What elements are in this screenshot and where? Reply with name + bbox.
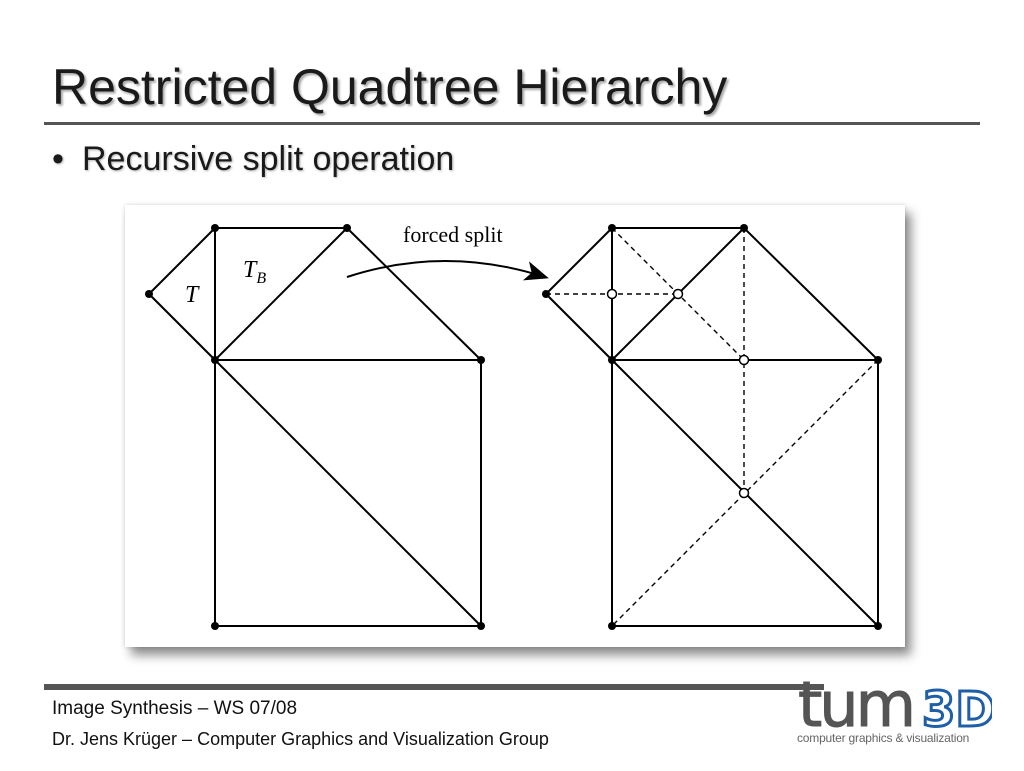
logo-suffix-text: 3D (922, 682, 992, 738)
triangle-label-tb-sub: B (256, 270, 266, 287)
new-vertex-circle (606, 288, 618, 300)
new-vertices (606, 288, 750, 499)
vertex-dot (477, 622, 485, 630)
bullet-item: • Recursive split operation (52, 142, 454, 176)
right-edge (545, 293, 613, 361)
footer-course: Image Synthesis – WS 07/08 (52, 698, 298, 719)
title-divider (44, 122, 980, 125)
vertex-dot (608, 356, 616, 364)
vertex-dot (608, 622, 616, 630)
vertex-dot (343, 224, 351, 232)
triangle-label-tb-main: T (243, 257, 258, 283)
vertex-dot (874, 622, 882, 630)
arrow-label: forced split (403, 222, 503, 247)
slide-title: Restricted Quadtree Hierarchy (52, 59, 728, 115)
bullet-text: Recursive split operation (82, 140, 455, 178)
vertex-dot (211, 622, 219, 630)
vertex-dot (211, 356, 219, 364)
quadtree-figure: T TB forced split (125, 205, 905, 647)
left-edge (148, 293, 216, 361)
footer-author: Dr. Jens Krüger – Computer Graphics and … (52, 729, 549, 749)
bullet-dot-icon: • (52, 140, 64, 178)
footer-divider (44, 684, 824, 690)
triangle-label-t: T (185, 282, 200, 308)
quadtree-diagram: T TB forced split (145, 222, 882, 630)
vertex-dot (145, 290, 153, 298)
logo-tagline: computer graphics & visualization (797, 731, 970, 745)
vertex-dot (211, 224, 219, 232)
logo-main-text: tum (798, 668, 913, 741)
new-vertex-circle (738, 487, 750, 499)
left-edge (148, 227, 216, 295)
split-edges (546, 227, 879, 627)
left-edge (214, 227, 348, 361)
vertex-dot (477, 356, 485, 364)
left-edge (214, 359, 482, 627)
left-mesh (148, 227, 482, 627)
right-mesh (545, 227, 879, 627)
triangle-label-tb: TB (243, 257, 266, 287)
tum3d-logo: tum 3D (796, 664, 997, 766)
left-vertices (145, 224, 485, 630)
right-edge (545, 227, 613, 295)
forced-split-arrow (346, 260, 549, 281)
right-edge (743, 227, 879, 361)
vertex-dot (740, 224, 748, 232)
vertex-dot (542, 290, 550, 298)
right-vertices (542, 224, 882, 630)
new-vertex-circle (738, 354, 750, 366)
vertex-dot (608, 224, 616, 232)
new-vertex-circle (672, 288, 684, 300)
tum3d-logo-graphic: tum 3D (798, 668, 997, 742)
left-edge (346, 227, 482, 361)
vertex-dot (874, 356, 882, 364)
